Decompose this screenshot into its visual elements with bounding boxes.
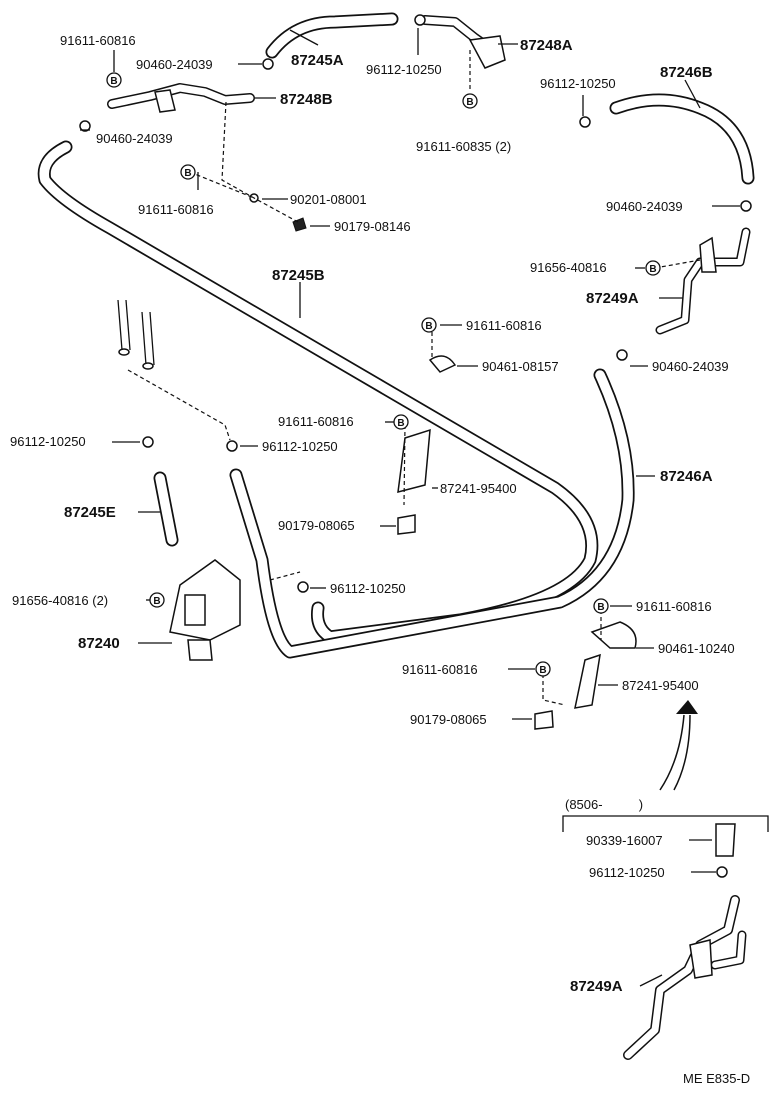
brackets: [397, 355, 736, 857]
svg-text:B: B: [597, 602, 604, 613]
label-91611-60816: 91611-60816: [466, 318, 542, 333]
bolt-symbol: B: [645, 260, 661, 276]
label-96112-10250: 96112-10250: [262, 439, 338, 454]
bolt-symbol: B: [149, 592, 165, 608]
label-87245e: 87245E: [64, 504, 116, 521]
label-91656-40816-2: 91656-40816 (2): [12, 593, 108, 608]
label-87241-95400: 87241-95400: [440, 481, 517, 496]
label-87249a: 87249A: [586, 290, 639, 307]
label-91611-60816: 91611-60816: [60, 33, 136, 48]
clamp-parts: [79, 14, 752, 878]
label-87249a: 87249A: [570, 978, 623, 995]
hose-87246a: [229, 368, 635, 659]
label-91611-60816: 91611-60816: [402, 662, 478, 677]
svg-text:B: B: [649, 264, 656, 275]
label-90179-08146: 90179-08146: [334, 219, 411, 234]
valve-87240: [169, 559, 241, 661]
label-87241-95400: 87241-95400: [622, 678, 699, 693]
label-90201-08001: 90201-08001: [290, 192, 367, 207]
label-91611-60816: 91611-60816: [138, 202, 214, 217]
diagram-id: ME E835-D: [683, 1071, 750, 1086]
label-96112-10250: 96112-10250: [540, 76, 616, 91]
label-8506-range: (8506- ): [565, 797, 643, 812]
dashed-guides: [127, 50, 701, 706]
label-96112-10250: 96112-10250: [366, 62, 442, 77]
hose-87245b: [37, 140, 599, 644]
svg-text:B: B: [153, 596, 160, 607]
label-91611-60835: 91611-60835 (2): [416, 139, 511, 154]
bolt-symbol: B: [393, 414, 409, 430]
label-87248b: 87248B: [280, 91, 333, 108]
direction-arrow: [659, 700, 698, 791]
label-90460-24039: 90460-24039: [136, 57, 213, 72]
range-bracket: [562, 815, 769, 832]
label-87240: 87240: [78, 635, 120, 652]
label-90460-24039: 90460-24039: [652, 359, 729, 374]
label-90339-16007: 90339-16007: [586, 833, 663, 848]
label-96112-10250: 96112-10250: [589, 865, 665, 880]
pipe-87249a-lower: [623, 895, 747, 1060]
hose-87245a: [265, 12, 399, 59]
label-91611-60816: 91611-60816: [636, 599, 712, 614]
label-87245b: 87245B: [272, 267, 325, 284]
label-96112-10250: 96112-10250: [10, 434, 86, 449]
pipe-87249a-upper: [655, 227, 751, 335]
svg-text:B: B: [466, 97, 473, 108]
pipe-87248b: [107, 83, 255, 113]
svg-text:B: B: [425, 321, 432, 332]
label-87246b: 87246B: [660, 64, 713, 81]
bolt-symbol: B: [535, 661, 551, 677]
label-91656-40816: 91656-40816: [530, 260, 607, 275]
hose-87245e: [153, 471, 179, 547]
leader-lines: [80, 28, 740, 987]
svg-text:B: B: [539, 665, 546, 676]
bolt-symbol: B: [593, 598, 609, 614]
label-87246a: 87246A: [660, 468, 713, 485]
label-91611-60816: 91611-60816: [278, 414, 354, 429]
label-87245a: 87245A: [291, 52, 344, 69]
hose-87246b: [609, 93, 755, 185]
label-96112-10250: 96112-10250: [330, 581, 406, 596]
bolt-symbol: B: [106, 72, 122, 88]
label-90460-24039: 90460-24039: [606, 199, 683, 214]
label-90460-24039: 90460-24039: [96, 131, 173, 146]
svg-text:B: B: [397, 418, 404, 429]
label-90179-08065: 90179-08065: [410, 712, 487, 727]
label-90179-08065: 90179-08065: [278, 518, 355, 533]
svg-text:B: B: [110, 76, 117, 87]
bolt-symbol: B: [180, 164, 196, 180]
label-90461-10240: 90461-10240: [658, 641, 735, 656]
label-90461-08157: 90461-08157: [482, 359, 559, 374]
svg-text:B: B: [184, 168, 191, 179]
pipe-stubs: [117, 299, 155, 370]
bolt-symbol: B: [462, 93, 478, 109]
label-87248a: 87248A: [520, 37, 573, 54]
bolt-symbol: B: [421, 317, 437, 333]
pipe-87248a: [420, 15, 506, 69]
